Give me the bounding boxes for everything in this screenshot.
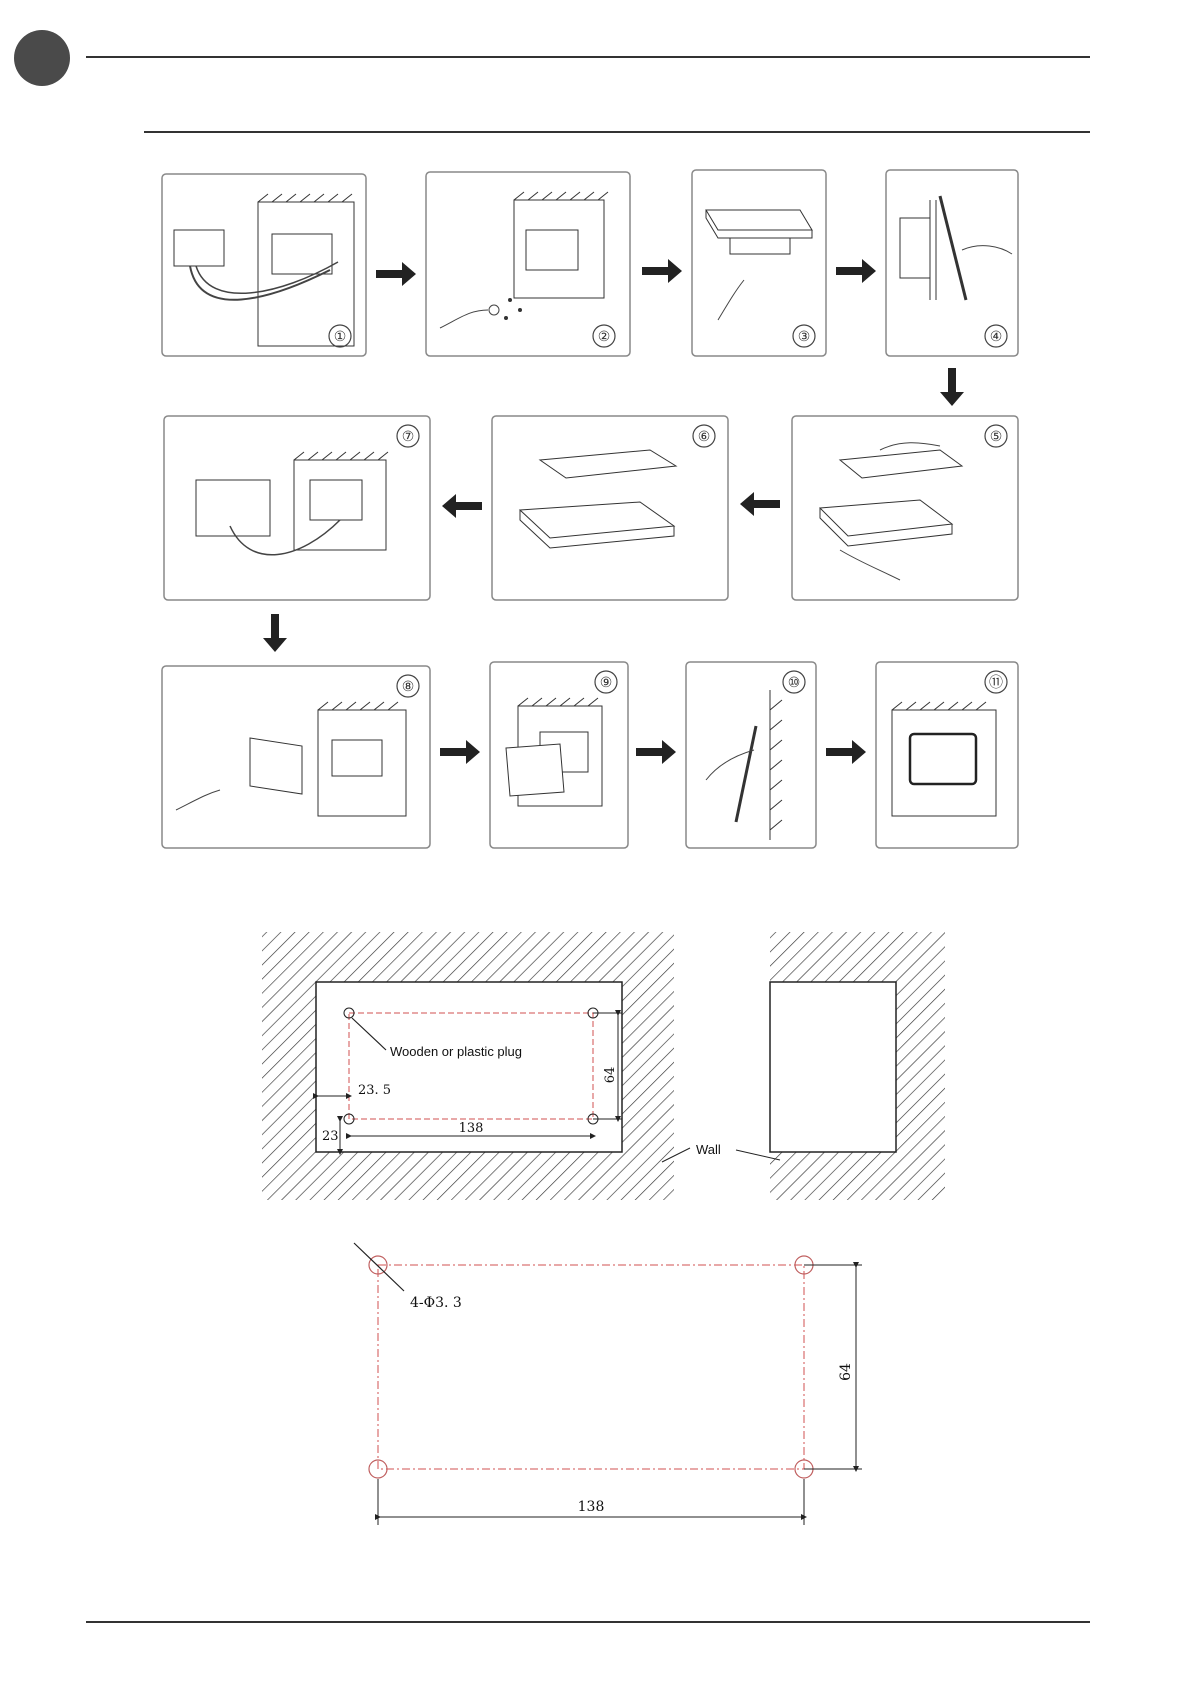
page-marker (14, 30, 70, 86)
step-number: ③ (798, 329, 811, 345)
arrow-down (263, 614, 287, 652)
wall-label: Wall (696, 1142, 721, 1157)
step-6-panel: ⑥ (492, 416, 728, 600)
footer-rule (86, 1621, 1090, 1623)
left-offset-label: 23. 5 (358, 1083, 391, 1098)
step-10-panel: ⑩ (686, 662, 816, 848)
hole-spec-label: 4-Φ3. 3 (410, 1295, 462, 1311)
step-number: ① (334, 329, 347, 345)
header-rule (86, 56, 1090, 58)
step-number: ④ (990, 329, 1003, 345)
arrow-left (442, 494, 482, 518)
arrow-right (376, 262, 416, 286)
plug-label: Wooden or plastic plug (390, 1044, 522, 1059)
step-9-panel: ⑨ (490, 662, 628, 848)
step-11-panel: ⑪ (876, 662, 1018, 848)
step-number: ② (598, 329, 611, 345)
installation-steps-diagram: ① ② ③ ④ (140, 150, 1040, 860)
bottom-offset-label: 23 (322, 1129, 339, 1144)
hole-pattern-diagram: 4-Φ3. 3 64 138 (330, 1235, 870, 1525)
arrow-right (826, 740, 866, 764)
step-number: ⑤ (990, 429, 1003, 445)
step-number: ⑧ (402, 679, 415, 695)
step-4-panel: ④ (886, 170, 1018, 356)
width-label: 138 (578, 1499, 605, 1515)
arrow-right (440, 740, 480, 764)
step-number: ⑩ (788, 675, 801, 691)
step-number: ⑨ (600, 675, 613, 691)
step-5-panel: ⑤ (792, 416, 1018, 600)
height-label: 64 (603, 1067, 618, 1084)
section-rule (144, 131, 1090, 133)
step-8-panel: ⑧ (162, 666, 430, 848)
step-1-panel: ① (162, 174, 366, 356)
height-label: 64 (838, 1363, 854, 1381)
wall-box-dimensions-diagram: Wooden or plastic plug 64 23. 5 23 138 W… (250, 920, 950, 1200)
step-number: ⑪ (989, 675, 1003, 691)
width-label: 138 (459, 1121, 484, 1136)
step-3-panel: ③ (692, 170, 826, 356)
arrow-right (636, 740, 676, 764)
arrow-left (740, 492, 780, 516)
step-number: ⑥ (698, 429, 711, 445)
step-number: ⑦ (402, 429, 415, 445)
arrow-down (940, 368, 964, 406)
step-7-panel: ⑦ (164, 416, 430, 600)
arrow-right (642, 259, 682, 283)
arrow-right (836, 259, 876, 283)
side-box (770, 982, 896, 1152)
step-2-panel: ② (426, 172, 630, 356)
